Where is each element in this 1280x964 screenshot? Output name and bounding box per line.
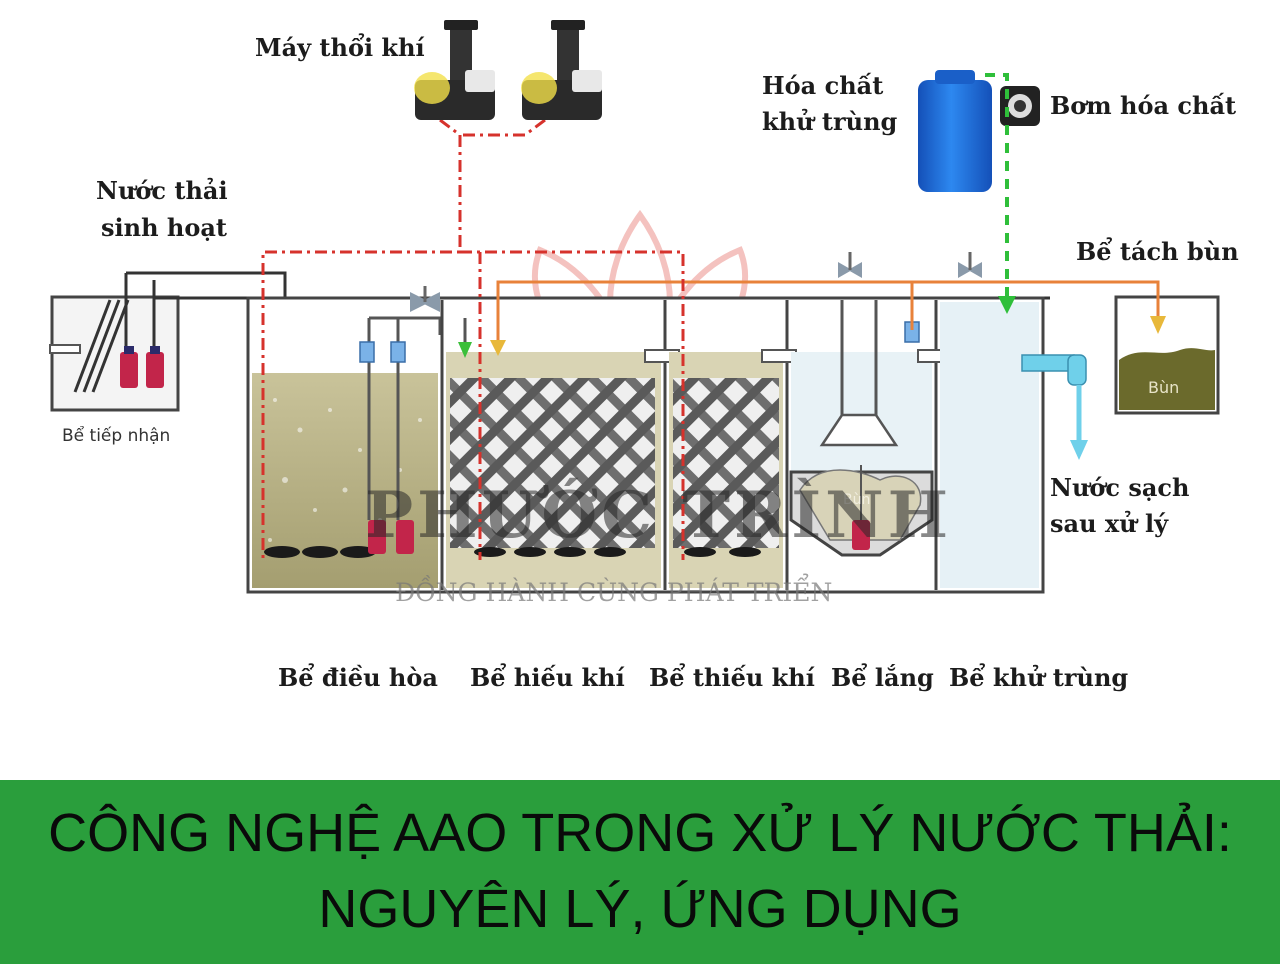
banner-title-line1: CÔNG NGHỆ AAO TRONG XỬ LÝ NƯỚC THẢI: — [48, 803, 1232, 863]
receiving-tank-label: Bể tiếp nhận — [62, 426, 171, 446]
blower-label: Máy thổi khí — [255, 33, 425, 62]
sludge-arrow-icon — [1150, 316, 1166, 334]
anoxic-tank — [669, 349, 797, 588]
tank-label-anoxic: Bể thiếu khí — [649, 663, 815, 692]
valve-icon — [958, 252, 982, 278]
chemical-tank-icon — [918, 70, 992, 192]
chemical-label-line1: Hóa chất — [762, 71, 884, 100]
clean-water-line1: Nước sạch — [1050, 473, 1190, 502]
clean-water-line2: sau xử lý — [1050, 509, 1169, 538]
chemical-dosing-line — [985, 73, 1009, 300]
slogan-watermark: ĐỒNG HÀNH CÙNG PHÁT TRIỂN — [395, 578, 833, 607]
diagram-canvas: Máy thổi khí Hóa chất khử trùng Bơm hóa … — [49, 20, 1239, 692]
domestic-wastewater-line1: Nước thải — [96, 176, 228, 205]
chemical-pump-label: Bơm hóa chất — [1050, 91, 1237, 120]
chemical-pump-icon — [1000, 86, 1040, 126]
outflow-arrow-icon — [1070, 440, 1088, 460]
chemical-label-line2: khử trùng — [762, 107, 898, 136]
banner-title-line2: NGUYÊN LÝ, ỨNG DỤNG — [318, 879, 962, 939]
inflow-arrow-icon — [458, 342, 472, 358]
sludge-tank — [1114, 295, 1220, 415]
aerobic-tank — [446, 318, 680, 588]
receiving-tank — [49, 295, 180, 412]
sludge-flow-line — [496, 280, 1160, 340]
sludge-label: Bùn — [1148, 378, 1180, 397]
air-line — [261, 118, 685, 560]
process-diagram — [49, 20, 1220, 594]
settling-tank — [789, 300, 947, 557]
return-arrow-icon — [490, 340, 506, 356]
blower-icon — [521, 20, 602, 120]
valve-icon — [838, 252, 862, 278]
disinfection-tank — [940, 302, 1088, 588]
brand-watermark: PHƯỚC TRÌNH — [365, 478, 953, 553]
dosing-arrow-icon — [998, 296, 1016, 314]
equalization-tank — [252, 286, 442, 588]
tank-label-settling: Bể lắng — [831, 663, 934, 692]
blower-icon — [414, 20, 495, 120]
domestic-wastewater-line2: sinh hoạt — [101, 213, 227, 242]
settling-sludge-label: Bùn — [843, 492, 871, 508]
tank-label-aerobic: Bể hiếu khí — [470, 663, 625, 692]
sludge-tank-label: Bể tách bùn — [1076, 237, 1239, 266]
valve-icon — [410, 286, 440, 312]
tank-label-disinfection: Bể khử trùng — [949, 663, 1129, 692]
tank-label-equalization: Bể điều hòa — [278, 663, 438, 692]
title-banner: CÔNG NGHỆ AAO TRONG XỬ LÝ NƯỚC THẢI: NGU… — [0, 780, 1280, 964]
